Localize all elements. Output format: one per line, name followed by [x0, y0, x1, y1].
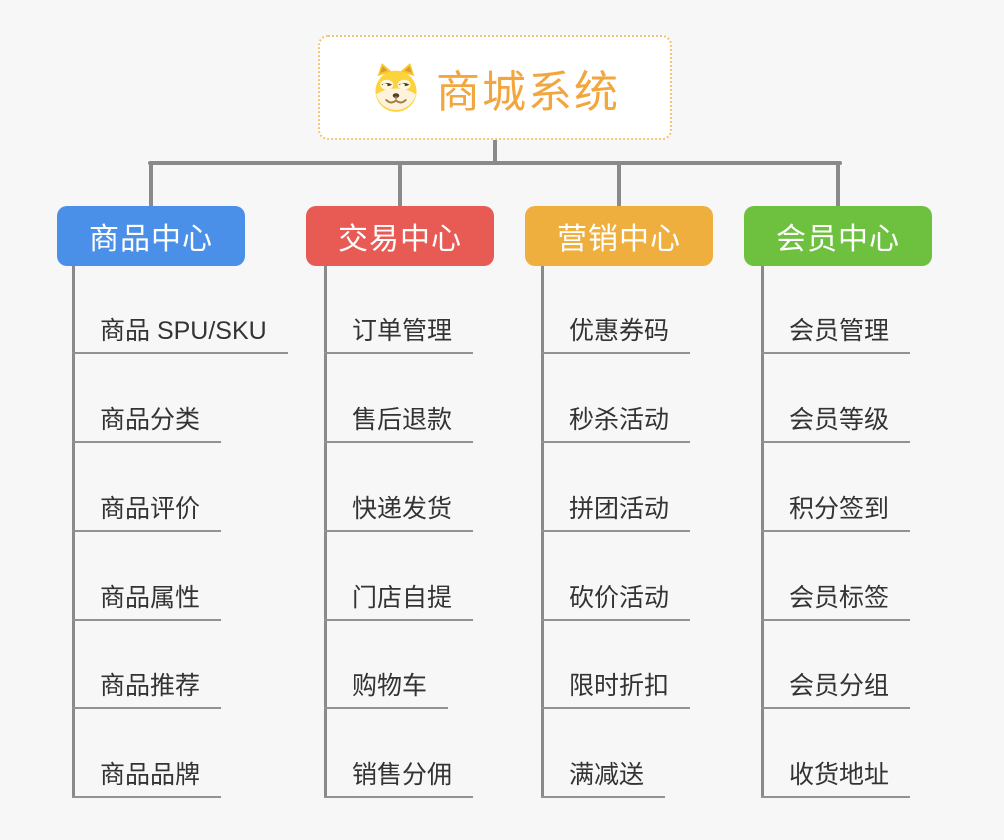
leaf-node-product-center-4[interactable]: 商品推荐: [72, 671, 222, 709]
leaf-node-marketing-center-0[interactable]: 优惠券码: [541, 316, 691, 354]
leaf-node-product-center-5[interactable]: 商品品牌: [72, 760, 222, 798]
branch-label: 会员中心: [776, 223, 900, 256]
leaf-node-trade-center-0[interactable]: 订单管理: [324, 316, 474, 354]
leaf-node-product-center-3[interactable]: 商品属性: [72, 583, 222, 621]
leaf-node-trade-center-1[interactable]: 售后退款: [324, 405, 474, 443]
leaf-node-trade-center-5[interactable]: 销售分佣: [324, 760, 474, 798]
dog-face-icon: [375, 62, 417, 112]
leaf-node-member-center-3[interactable]: 会员标签: [761, 583, 911, 621]
connector-spine-marketing-center: [541, 266, 544, 798]
connector-root-stem: [493, 139, 497, 165]
connector-spine-product-center: [72, 266, 75, 798]
branch-label: 商品中心: [89, 223, 213, 256]
leaf-node-marketing-center-4[interactable]: 限时折扣: [541, 671, 691, 709]
branch-node-member-center[interactable]: 会员中心: [744, 206, 932, 266]
leaf-node-member-center-5[interactable]: 收货地址: [761, 760, 911, 798]
leaf-node-marketing-center-2[interactable]: 拼团活动: [541, 494, 691, 532]
leaf-node-member-center-0[interactable]: 会员管理: [761, 316, 911, 354]
leaf-node-marketing-center-3[interactable]: 砍价活动: [541, 583, 691, 621]
connector-drop-product-center: [149, 163, 153, 207]
leaf-node-trade-center-2[interactable]: 快递发货: [324, 494, 474, 532]
root-node[interactable]: 商城系统: [318, 35, 672, 140]
connector-drop-trade-center: [398, 163, 402, 207]
leaf-node-marketing-center-5[interactable]: 满减送: [541, 760, 666, 798]
branch-label: 营销中心: [557, 223, 681, 256]
root-title: 商城系统: [436, 67, 620, 117]
leaf-node-member-center-2[interactable]: 积分签到: [761, 494, 911, 532]
leaf-node-member-center-4[interactable]: 会员分组: [761, 671, 911, 709]
branch-node-marketing-center[interactable]: 营销中心: [525, 206, 713, 266]
leaf-node-product-center-1[interactable]: 商品分类: [72, 405, 222, 443]
connector-spine-trade-center: [324, 266, 327, 798]
connector-drop-marketing-center: [617, 163, 621, 207]
leaf-node-marketing-center-1[interactable]: 秒杀活动: [541, 405, 691, 443]
connector-bus: [148, 161, 842, 165]
leaf-node-member-center-1[interactable]: 会员等级: [761, 405, 911, 443]
leaf-node-trade-center-3[interactable]: 门店自提: [324, 583, 474, 621]
connector-drop-member-center: [836, 163, 840, 207]
leaf-node-product-center-0[interactable]: 商品 SPU/SKU: [72, 316, 288, 354]
branch-node-trade-center[interactable]: 交易中心: [306, 206, 494, 266]
leaf-node-product-center-2[interactable]: 商品评价: [72, 494, 222, 532]
branch-label: 交易中心: [338, 223, 462, 256]
leaf-node-trade-center-4[interactable]: 购物车: [324, 671, 449, 709]
connector-spine-member-center: [761, 266, 764, 798]
branch-node-product-center[interactable]: 商品中心: [57, 206, 245, 266]
